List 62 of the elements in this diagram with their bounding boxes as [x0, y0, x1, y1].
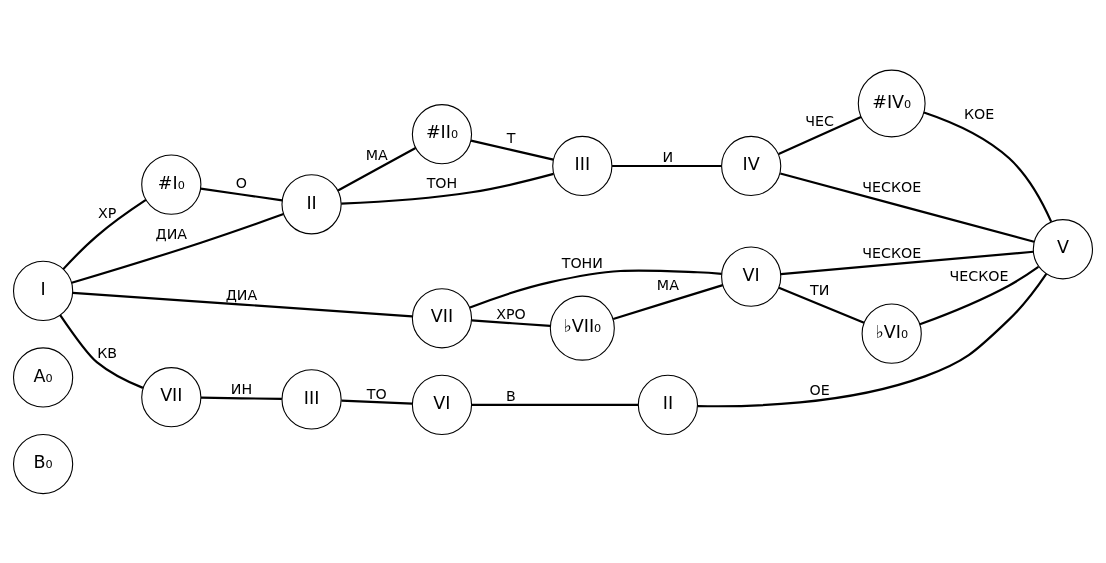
connector — [697, 272, 1048, 407]
connector — [780, 250, 1034, 275]
edge-label: ЧЕСКОЕ — [949, 267, 1009, 284]
connector — [470, 139, 554, 161]
node-circle: I — [12, 260, 74, 321]
connector — [471, 403, 639, 406]
connector — [471, 318, 551, 327]
node-circle: #I₀ — [141, 153, 202, 215]
node-circle: ♭VII₀ — [549, 295, 615, 361]
connector — [778, 115, 862, 155]
edge-label: ЧЕСКОЕ — [862, 178, 922, 195]
edge-label: ТОНИ — [561, 254, 603, 271]
node-circle: IV — [721, 135, 782, 196]
edge-label: ДИА — [225, 286, 258, 303]
edge-label: ХРО — [496, 305, 526, 322]
node-circle: III — [552, 135, 613, 196]
edge-label: МА — [656, 276, 679, 293]
edge-label: И — [662, 148, 674, 165]
connector — [780, 171, 1035, 243]
node-circle: III — [281, 368, 342, 430]
connector — [612, 164, 722, 167]
connector — [72, 291, 413, 317]
connector — [71, 212, 284, 284]
connector — [62, 198, 147, 270]
node-circle: VII — [411, 287, 473, 348]
node-circle: II — [281, 173, 342, 234]
connector — [337, 146, 417, 191]
edge-label: ЧЕС — [805, 112, 835, 129]
connector — [469, 268, 722, 308]
connector — [59, 313, 144, 389]
connector — [341, 172, 554, 205]
node-circle: V — [1032, 218, 1094, 279]
node-circle: VI — [411, 374, 473, 435]
connector — [612, 283, 724, 320]
node-circle: II — [637, 374, 699, 435]
edge-label: ТИ — [810, 281, 830, 298]
connector — [201, 396, 282, 400]
edge-label: Т — [506, 129, 516, 146]
edge-label: МА — [365, 146, 388, 163]
node-circle: B₀ — [12, 433, 74, 494]
edge-label: В — [506, 387, 516, 404]
edge-label: ХР — [98, 204, 117, 221]
connector — [341, 399, 413, 405]
node-circle: VII — [141, 366, 202, 427]
edge-label: КОЕ — [963, 105, 995, 122]
node-circle: A₀ — [12, 346, 74, 408]
connector — [778, 286, 865, 324]
edge-label: ИН — [230, 380, 253, 397]
edge-label: О — [235, 174, 248, 191]
edge-label: ТО — [366, 385, 387, 402]
node-circle: ♭VI₀ — [861, 303, 922, 364]
node-circle: #IV₀ — [857, 69, 926, 137]
edge-label: КВ — [97, 344, 118, 361]
connector — [919, 265, 1039, 325]
edge-label: ОЕ — [809, 381, 830, 398]
edge-label: ЧЕСКОЕ — [862, 244, 922, 261]
edge-label: ТОН — [426, 174, 458, 191]
edge-label: ДИА — [155, 225, 188, 242]
connector — [923, 110, 1053, 222]
connector — [200, 187, 283, 201]
node-circle: VI — [721, 246, 782, 307]
node-circle: #II₀ — [411, 103, 473, 164]
